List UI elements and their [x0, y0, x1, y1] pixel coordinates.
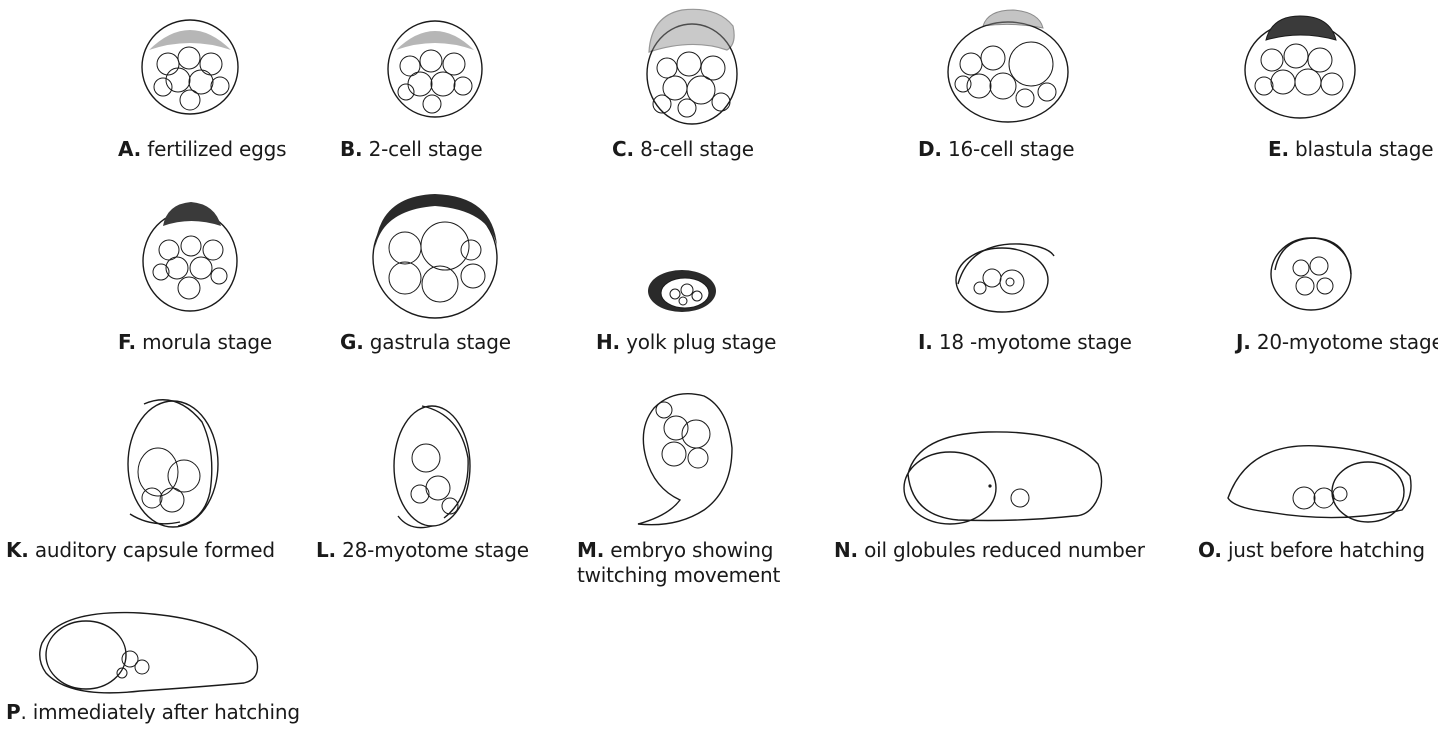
caption-o: O. just before hatching — [1198, 538, 1425, 563]
caption-k: K. auditory capsule formed — [6, 538, 275, 563]
caption-d: D. 16-cell stage — [918, 137, 1074, 162]
caption-e: E. blastula stage — [1268, 137, 1433, 162]
caption-c: C. 8-cell stage — [612, 137, 754, 162]
twitching-embryo-drawing — [624, 388, 749, 538]
blastula-drawing — [1238, 12, 1363, 122]
caption-n: N. oil globules reduced number — [834, 538, 1145, 563]
caption-f: F. morula stage — [118, 330, 272, 355]
auditory-capsule-drawing — [118, 392, 228, 534]
fertilized-egg-drawing — [135, 12, 245, 122]
caption-l: L. 28-myotome stage — [316, 538, 529, 563]
morula-drawing — [135, 196, 245, 316]
caption-h: H. yolk plug stage — [596, 330, 776, 355]
twenty-eight-myotome-drawing — [382, 398, 482, 536]
two-cell-drawing — [380, 14, 490, 124]
eight-cell-drawing — [637, 4, 747, 129]
before-hatching-drawing — [1218, 428, 1418, 528]
caption-a: A. fertilized eggs — [118, 137, 286, 162]
reduced-oil-globules-drawing — [898, 424, 1113, 532]
caption-b: B. 2-cell stage — [340, 137, 482, 162]
sixteen-cell-drawing — [943, 6, 1073, 126]
caption-j: J. 20-myotome stage — [1236, 330, 1438, 355]
caption-m: M. embryo showing twitching movement — [577, 538, 780, 588]
eighteen-myotome-drawing — [950, 236, 1065, 316]
twenty-myotome-drawing — [1265, 230, 1360, 315]
after-hatching-drawing — [30, 603, 270, 713]
caption-i: I. 18 -myotome stage — [918, 330, 1132, 355]
caption-g: G. gastrula stage — [340, 330, 511, 355]
caption-p: P. immediately after hatching — [6, 700, 300, 725]
gastrula-drawing — [365, 188, 505, 323]
yolk-plug-drawing — [645, 266, 720, 316]
